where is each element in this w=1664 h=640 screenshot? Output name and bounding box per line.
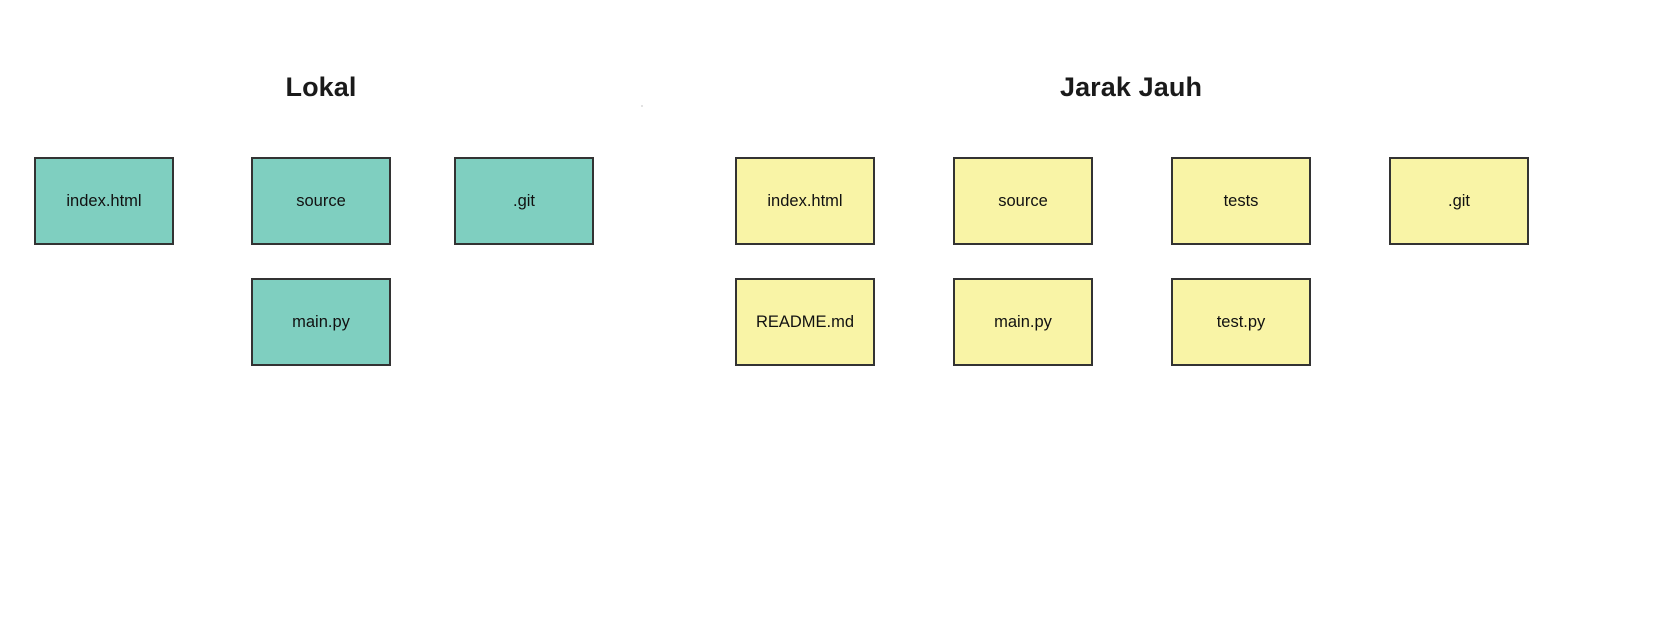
node-remote-git[interactable]: .git [1389,157,1529,245]
node-label: index.html [767,191,843,210]
group-title-local: Lokal [285,72,357,102]
node-label: main.py [994,312,1052,331]
node-label: source [998,191,1048,210]
node-remote-index-html[interactable]: index.html [735,157,875,245]
node-label: main.py [292,312,350,331]
node-local-git[interactable]: .git [454,157,594,245]
node-label: source [296,191,346,210]
node-local-source[interactable]: source [251,157,391,245]
node-label: .git [1447,191,1470,210]
node-remote-test-py[interactable]: test.py [1171,278,1311,366]
stray-speck [641,105,643,107]
node-label: index.html [66,191,142,210]
node-remote-readme-md[interactable]: README.md [735,278,875,366]
node-remote-source[interactable]: source [953,157,1093,245]
node-local-index-html[interactable]: index.html [34,157,174,245]
node-label: test.py [1216,312,1266,331]
node-remote-tests[interactable]: tests [1171,157,1311,245]
node-label: README.md [755,312,855,331]
group-title-remote: Jarak Jauh [1059,72,1203,102]
node-local-main-py[interactable]: main.py [251,278,391,366]
node-remote-main-py[interactable]: main.py [953,278,1093,366]
node-label: tests [1223,191,1259,210]
node-label: .git [512,191,535,210]
